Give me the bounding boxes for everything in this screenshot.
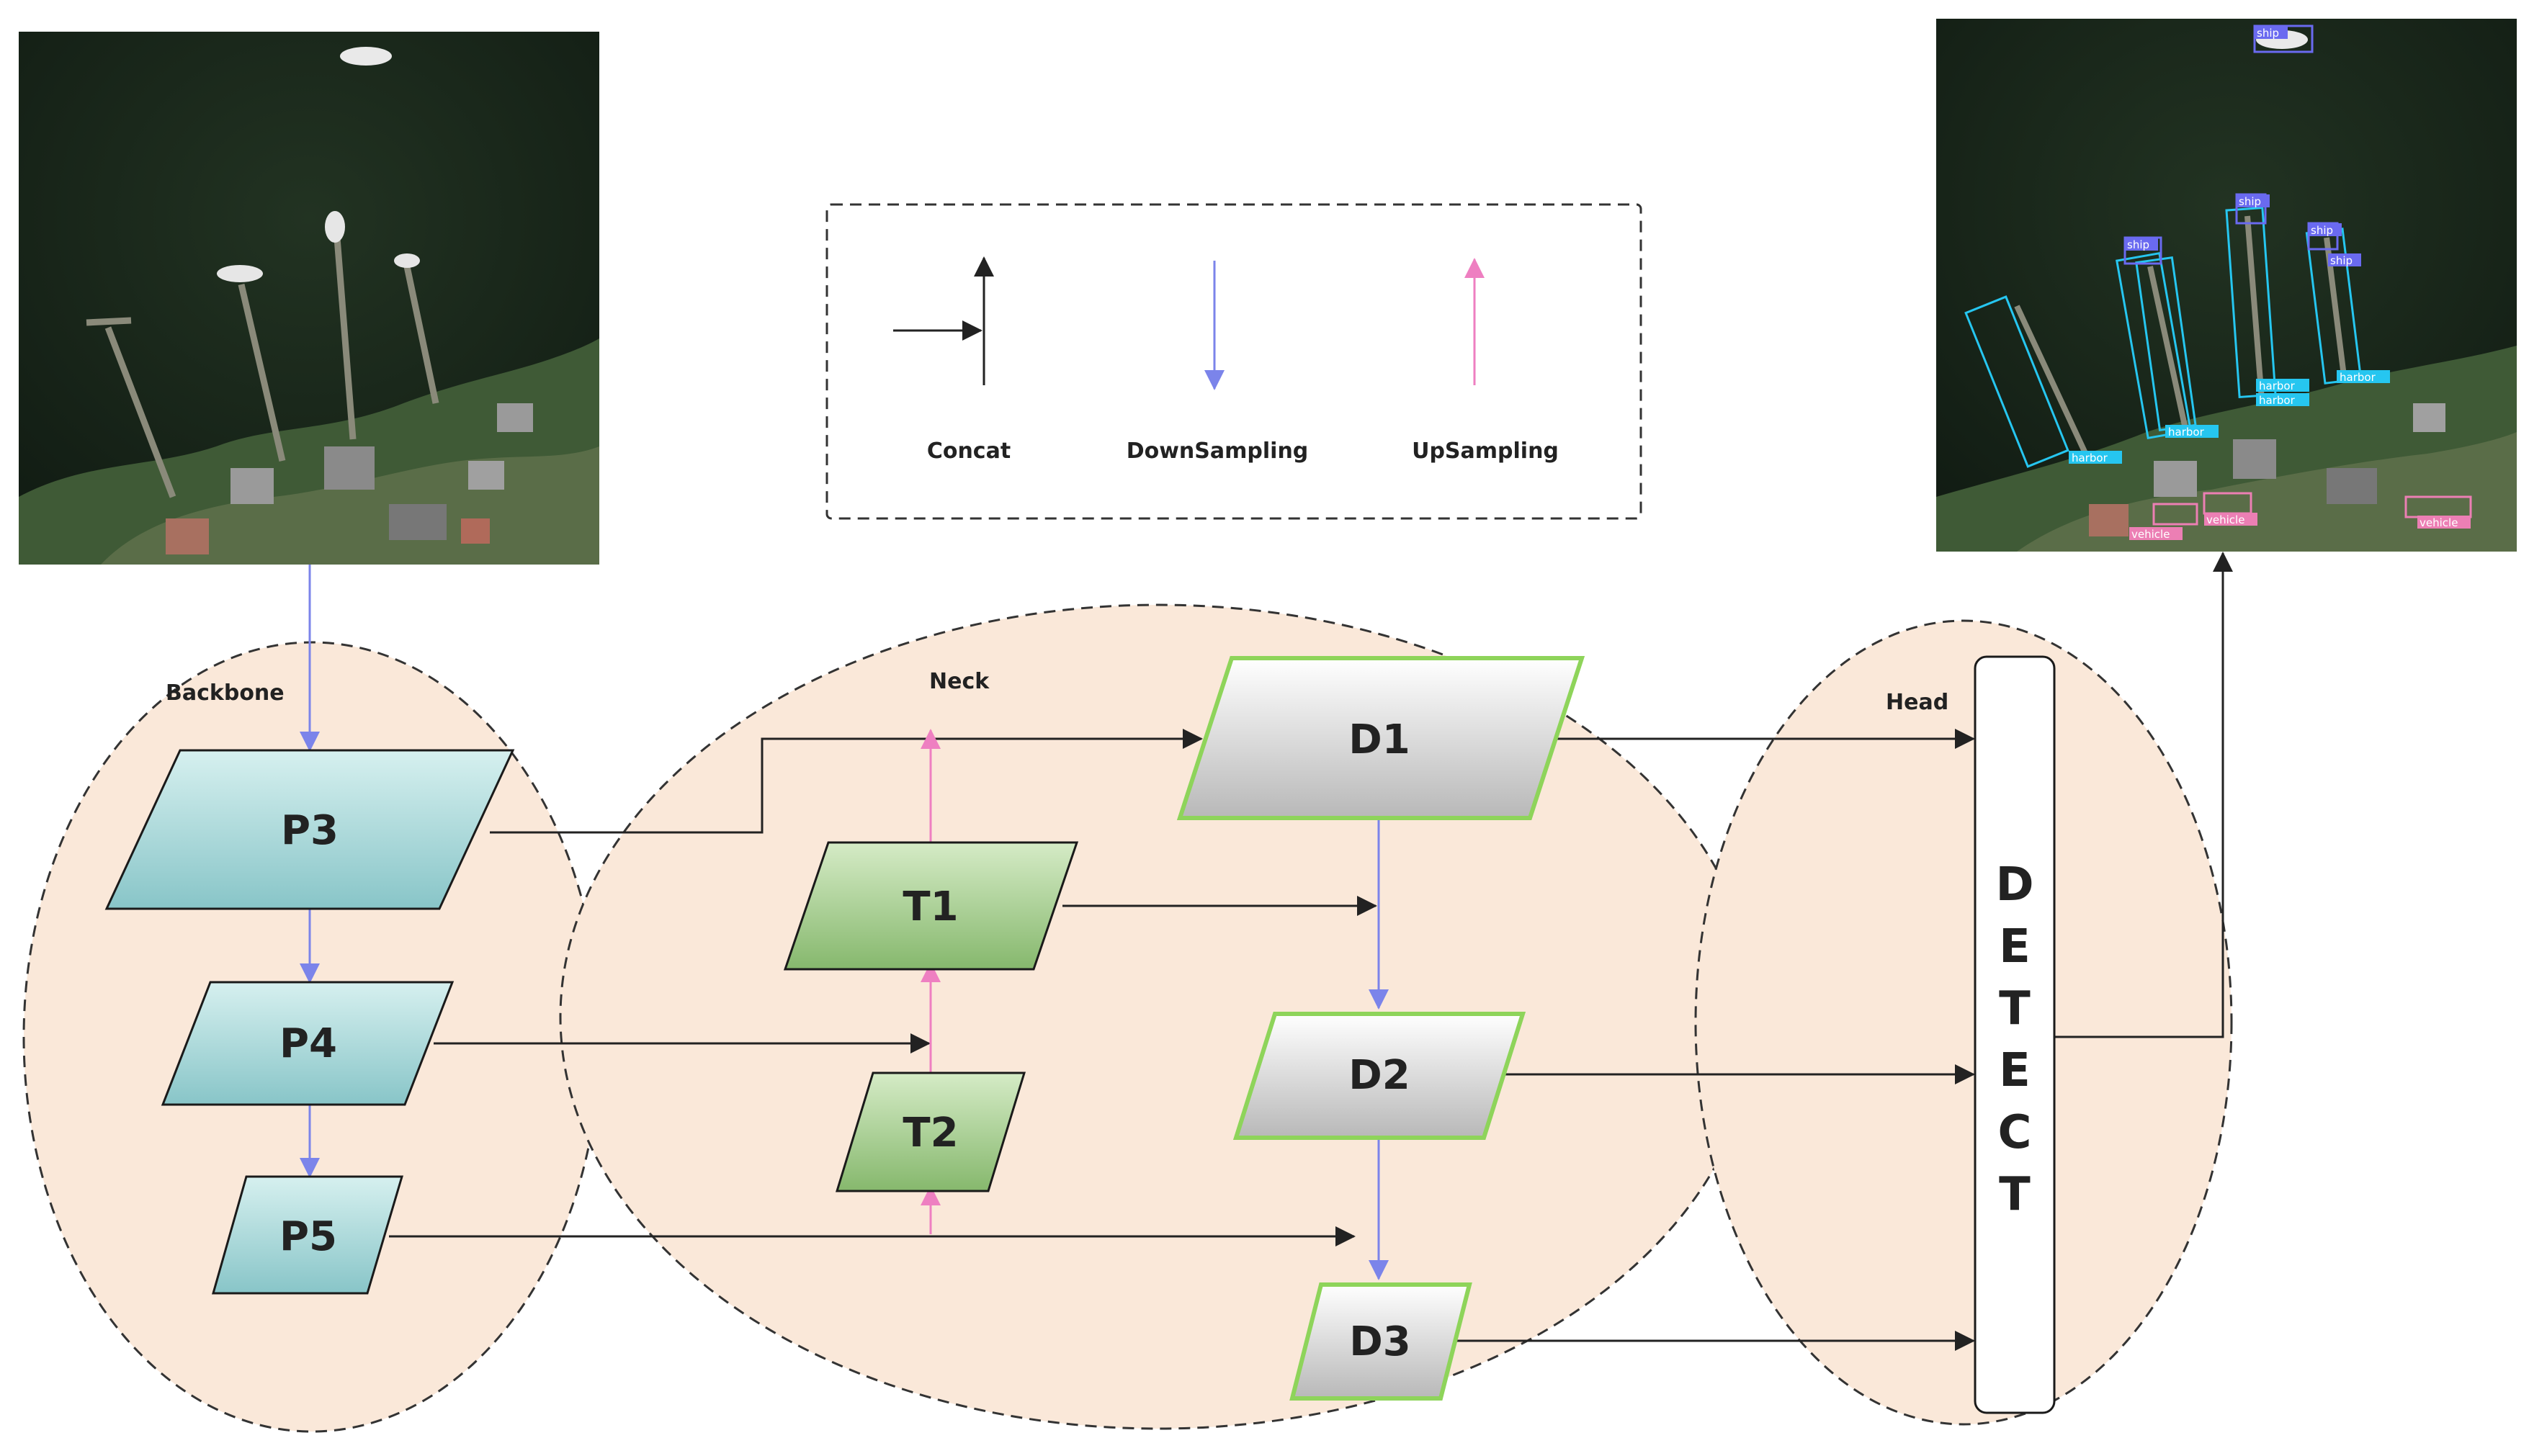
detection-tag-vehicle-1: vehicle [2131, 528, 2170, 541]
p3-label: P3 [281, 807, 339, 854]
detection-tag-ship-5: ship [2330, 254, 2353, 267]
node-p3: P3 [104, 749, 515, 910]
node-d2: D2 [1232, 1012, 1526, 1140]
node-t1: T1 [783, 841, 1079, 971]
output-detection-image: ship ship ship ship ship harbor harbor h… [1936, 19, 2517, 552]
detection-tag-ship-3: ship [2239, 195, 2261, 208]
head-region [1694, 619, 2233, 1426]
detect-letter-2: E [1999, 920, 2031, 974]
backbone-label: Backbone [166, 680, 285, 706]
concat-legend-label: Concat [927, 439, 1011, 464]
detection-tag-harbor-2: harbor [2168, 426, 2205, 439]
d1-label: D1 [1348, 716, 1410, 763]
neck-region [559, 603, 1758, 1430]
detect-letter-5: C [1998, 1106, 2032, 1159]
upsampling-legend-label: UpSampling [1412, 439, 1559, 464]
detection-tag-vehicle-2: vehicle [2206, 513, 2244, 526]
node-d3: D3 [1289, 1282, 1472, 1401]
node-d1: D1 [1176, 656, 1585, 820]
input-aerial-image [19, 32, 599, 565]
detection-tag-ship-4: ship [2311, 224, 2333, 237]
detect-letter-4: E [1999, 1044, 2031, 1097]
downsampling-legend-label: DownSampling [1127, 439, 1309, 464]
detect-letter-6: T [1999, 1168, 2031, 1221]
p4-label: P4 [279, 1020, 337, 1067]
legend-box [825, 203, 1642, 520]
detection-tag-vehicle-3: vehicle [2420, 516, 2458, 529]
detect-letter-3: T [1999, 982, 2031, 1035]
node-p4: P4 [161, 981, 455, 1106]
detection-tag-ship-1: ship [2257, 27, 2279, 40]
detection-tag-harbor-4: harbor [2259, 394, 2296, 407]
detect-to-output-arrow [2054, 552, 2233, 1038]
node-t2: T2 [835, 1071, 1026, 1192]
p3-to-d1-arrow [490, 729, 1203, 834]
detect-letter-1: D [1995, 858, 2033, 912]
detect-block: D E T E C T [1974, 655, 2056, 1414]
p5-label: P5 [279, 1213, 337, 1260]
head-label: Head [1886, 690, 1948, 715]
d2-label: D2 [1348, 1052, 1410, 1099]
detection-tag-harbor-1: harbor [2072, 451, 2108, 464]
detection-tag-ship-2: ship [2127, 238, 2149, 251]
d3-label: D3 [1349, 1318, 1410, 1365]
detection-tag-harbor-5: harbor [2340, 371, 2376, 384]
neck-label: Neck [929, 669, 990, 694]
t1-label: T1 [903, 884, 958, 930]
t2-label: T2 [903, 1110, 958, 1156]
node-p5: P5 [212, 1175, 404, 1295]
detection-tag-harbor-3: harbor [2259, 379, 2296, 392]
